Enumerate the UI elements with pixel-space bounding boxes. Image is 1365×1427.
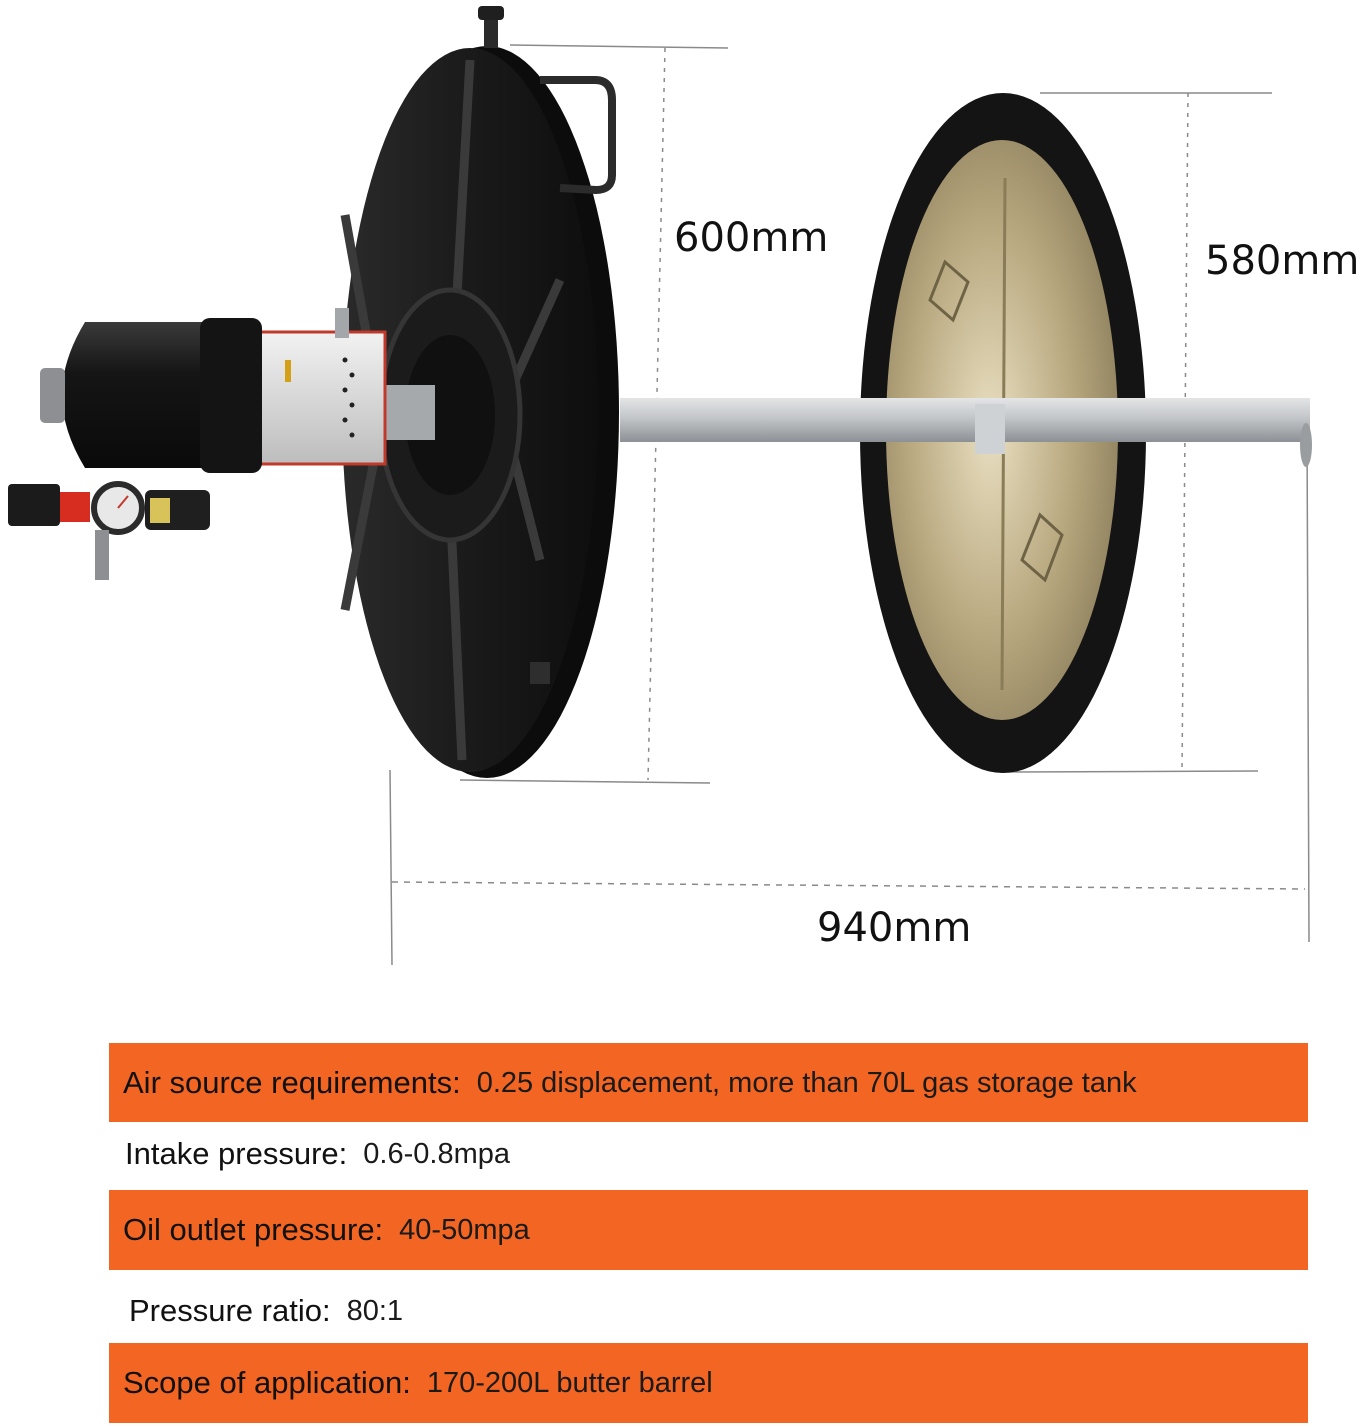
- spec-row-intake-pressure: Intake pressure: 0.6-0.8mpa: [109, 1122, 1308, 1186]
- air-motor: [40, 308, 435, 473]
- plate-diameter-label: 580mm: [1205, 238, 1360, 284]
- spec-value: 0.6-0.8mpa: [363, 1137, 510, 1170]
- spec-label: Air source requirements:: [123, 1065, 461, 1100]
- spec-row-scope-of-application: Scope of application: 170-200L butter ba…: [109, 1343, 1308, 1423]
- barrel-lid: [340, 6, 619, 778]
- spec-label: Oil outlet pressure:: [123, 1212, 384, 1247]
- rod: [620, 398, 1310, 442]
- air-regulator: [8, 481, 210, 580]
- spec-label: Scope of application:: [123, 1365, 411, 1400]
- pump-illustration: [8, 6, 1312, 966]
- dimension-lines: [389, 44, 1310, 966]
- spec-value: 0.25 displacement, more than 70L gas sto…: [476, 1066, 1137, 1099]
- spec-value: 80:1: [346, 1294, 404, 1327]
- spec-label: Intake pressure:: [125, 1136, 348, 1171]
- lid-diameter-label: 600mm: [674, 215, 829, 261]
- spec-value: 40-50mpa: [399, 1213, 530, 1246]
- product-diagram: 600mm 580mm 940mm: [8, 6, 1360, 966]
- spec-value: 170-200L butter barrel: [426, 1366, 713, 1399]
- spec-label: Pressure ratio:: [129, 1293, 331, 1328]
- spec-row-oil-outlet-pressure: Oil outlet pressure: 40-50mpa: [109, 1190, 1308, 1270]
- spec-row-air-source: Air source requirements: 0.25 displaceme…: [109, 1043, 1308, 1123]
- total-length-label: 940mm: [817, 905, 972, 951]
- spec-row-pressure-ratio: Pressure ratio: 80:1: [109, 1279, 1308, 1343]
